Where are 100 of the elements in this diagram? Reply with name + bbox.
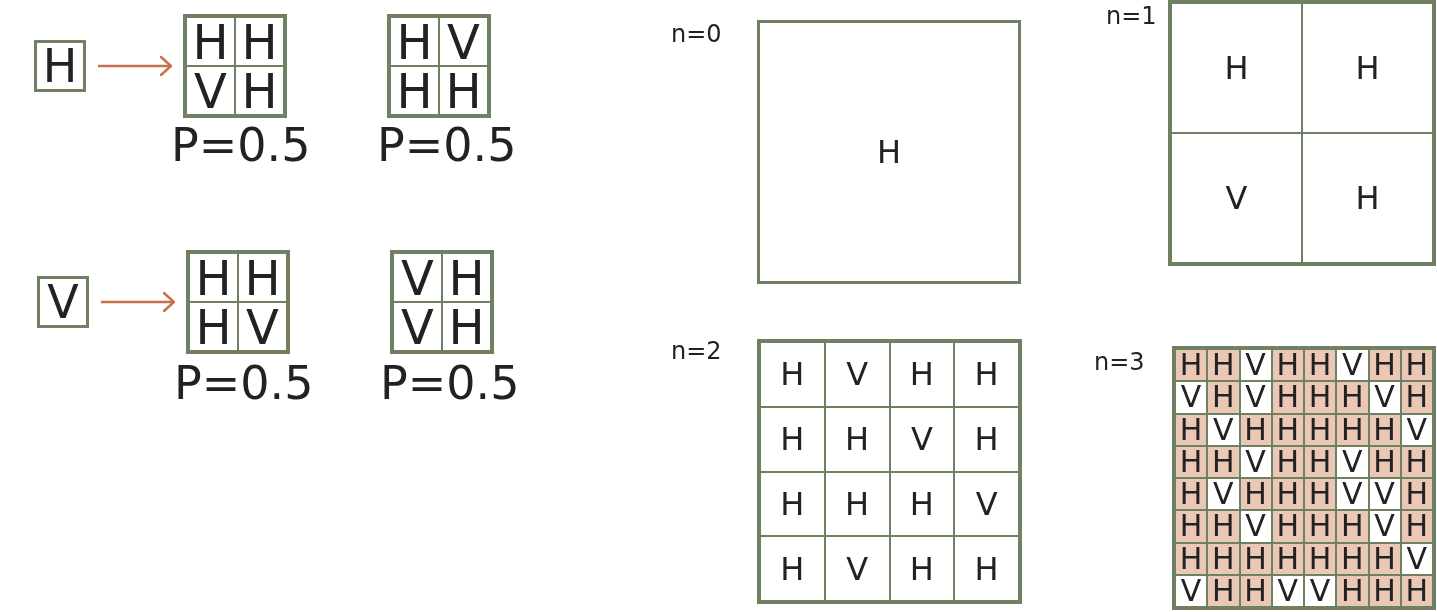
grid-cell: H <box>1304 381 1337 414</box>
generation-label: n=2 <box>671 339 722 363</box>
grid-cell: V <box>1368 381 1401 414</box>
grid-cell: H <box>1271 510 1304 543</box>
grid-cell: H <box>439 66 488 115</box>
grid-cell: H <box>1175 510 1208 543</box>
grid-cell: V <box>1304 574 1337 607</box>
grid-cell: H <box>1336 542 1369 575</box>
grid-box <box>1172 346 1436 610</box>
grid-cell: H <box>1175 478 1208 511</box>
grid-cell: H <box>1304 413 1337 446</box>
grid-box <box>186 250 290 354</box>
grid-box <box>390 250 494 354</box>
grid-cell: H <box>186 17 235 66</box>
grid-cell: H <box>824 406 890 472</box>
grid-cell: V <box>1171 133 1302 263</box>
grid-cell: H <box>1336 381 1369 414</box>
grid-cell: V <box>186 66 235 115</box>
grid-cell: V <box>1239 349 1272 382</box>
letter-box: V <box>37 276 89 328</box>
grid-cell: H <box>1207 381 1240 414</box>
grid-cell: H <box>760 342 825 407</box>
grid-cell: H <box>760 406 825 472</box>
grid-cell: V <box>1336 478 1369 511</box>
grid-cell: H <box>1400 510 1433 543</box>
grid-cell: H <box>1175 445 1208 478</box>
grid-cell: H <box>1175 542 1208 575</box>
generation-label: n=0 <box>671 22 722 46</box>
grid-cell: V <box>393 302 442 351</box>
grid-cell: H <box>1271 478 1304 511</box>
grid-cell: H <box>1207 574 1240 607</box>
generation-label: n=1 <box>1106 4 1157 28</box>
grid-cell: H <box>889 536 955 601</box>
arrow <box>101 291 176 313</box>
letter-box: H <box>757 20 1021 284</box>
grid-cell: H <box>1304 349 1337 382</box>
grid-cell: H <box>1400 381 1433 414</box>
grid-cell: V <box>954 471 1019 537</box>
grid-cell: V <box>1239 510 1272 543</box>
grid-box <box>757 339 1022 604</box>
grid-cell: H <box>1302 3 1433 133</box>
grid-cell: H <box>1175 413 1208 446</box>
grid-cell: H <box>235 17 284 66</box>
grid-cell: V <box>1336 445 1369 478</box>
grid-cell: V <box>439 17 488 66</box>
grid-cell: H <box>1400 478 1433 511</box>
grid-cell: H <box>1400 349 1433 382</box>
grid-cell: H <box>889 471 955 537</box>
grid-cell: V <box>1175 574 1208 607</box>
grid-cell: H <box>760 471 825 537</box>
grid-cell: H <box>1304 445 1337 478</box>
grid-cell: H <box>1304 510 1337 543</box>
grid-cell: H <box>1207 510 1240 543</box>
grid-cell: H <box>442 302 491 351</box>
letter-box: H <box>34 40 86 92</box>
grid-cell: H <box>1239 478 1272 511</box>
grid-cell: V <box>1175 381 1208 414</box>
probability-label: P=0.5 <box>380 360 520 406</box>
grid-cell: V <box>889 406 955 472</box>
grid-cell: V <box>238 302 287 351</box>
generation-label: n=3 <box>1094 350 1145 374</box>
grid-cell: H <box>824 471 890 537</box>
grid-cell: V <box>1336 349 1369 382</box>
grid-cell: H <box>954 536 1019 601</box>
grid-cell: H <box>1368 349 1401 382</box>
grid-cell: H <box>1171 3 1302 133</box>
grid-box <box>387 14 491 118</box>
grid-cell: H <box>189 302 238 351</box>
grid-cell: V <box>1368 510 1401 543</box>
probability-label: P=0.5 <box>171 122 311 168</box>
grid-cell: H <box>442 253 491 302</box>
grid-box <box>1168 0 1436 266</box>
grid-cell: V <box>1239 381 1272 414</box>
grid-cell: H <box>1207 349 1240 382</box>
grid-cell: H <box>1336 510 1369 543</box>
grid-cell: V <box>824 536 890 601</box>
grid-cell: V <box>1207 413 1240 446</box>
grid-cell: H <box>189 253 238 302</box>
grid-cell: H <box>1207 542 1240 575</box>
grid-cell: H <box>760 536 825 601</box>
grid-cell: H <box>1271 381 1304 414</box>
grid-cell: H <box>1271 349 1304 382</box>
probability-label: P=0.5 <box>174 360 314 406</box>
grid-cell: H <box>390 66 439 115</box>
grid-cell: H <box>238 253 287 302</box>
grid-cell: H <box>1336 574 1369 607</box>
grid-cell: V <box>393 253 442 302</box>
grid-cell: H <box>1302 133 1433 263</box>
arrow <box>98 55 173 77</box>
grid-cell: H <box>954 406 1019 472</box>
grid-cell: H <box>235 66 284 115</box>
probability-label: P=0.5 <box>377 122 517 168</box>
grid-cell: H <box>1304 542 1337 575</box>
grid-cell: H <box>1336 413 1369 446</box>
grid-cell: H <box>889 342 955 407</box>
grid-cell: H <box>954 342 1019 407</box>
grid-box <box>183 14 287 118</box>
grid-cell: H <box>1175 349 1208 382</box>
grid-cell: V <box>1368 478 1401 511</box>
grid-cell: H <box>390 17 439 66</box>
